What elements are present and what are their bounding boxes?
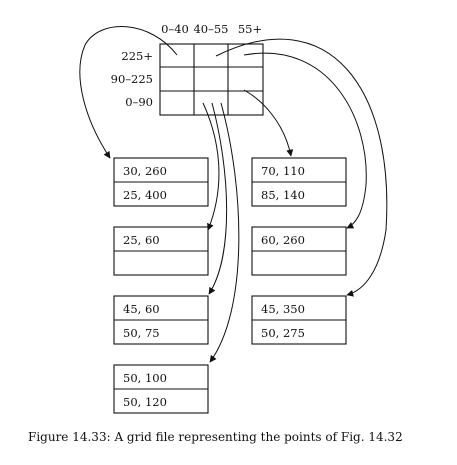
- pointer-arrow: [243, 52, 367, 229]
- bucket: [113, 295, 209, 345]
- bucket-record: 85, 140: [261, 188, 305, 202]
- grid-outline: [159, 43, 264, 116]
- bucket: [251, 157, 347, 207]
- bucket: [113, 364, 209, 414]
- pointer-arrow: [215, 38, 388, 297]
- bucket: [113, 226, 209, 276]
- bucket-record: 50, 100: [123, 371, 167, 385]
- bucket-record: 30, 260: [123, 164, 167, 178]
- bucket-record: 60, 260: [261, 233, 305, 247]
- pointer-arrow: [243, 89, 294, 157]
- bucket-record: 50, 75: [123, 326, 160, 340]
- pointer-arrow: [208, 102, 228, 295]
- bucket-record: 70, 110: [261, 164, 305, 178]
- pointer-arrow: [79, 26, 178, 159]
- bucket-record: 25, 60: [123, 233, 160, 247]
- row-label-0-90: 0–90: [125, 95, 153, 109]
- pointer-arrow: [209, 102, 240, 363]
- column-label-0-40: 0–40: [161, 22, 189, 36]
- bucket-record: 45, 60: [123, 302, 160, 316]
- figure-caption: Figure 14.33: A grid file representing t…: [28, 430, 403, 444]
- bucket-record: 45, 350: [261, 302, 305, 316]
- pointer-arrow: [202, 102, 220, 231]
- bucket-record: 25, 400: [123, 188, 167, 202]
- row-label-225-plus: 225+: [121, 49, 153, 63]
- bucket: [251, 226, 347, 276]
- column-label-55-plus: 55+: [238, 22, 262, 36]
- column-label-40-55: 40–55: [193, 22, 228, 36]
- bucket: [251, 295, 347, 345]
- bucket-record: 50, 120: [123, 395, 167, 409]
- bucket-record: 50, 275: [261, 326, 305, 340]
- bucket: [113, 157, 209, 207]
- row-label-90-225: 90–225: [111, 72, 153, 86]
